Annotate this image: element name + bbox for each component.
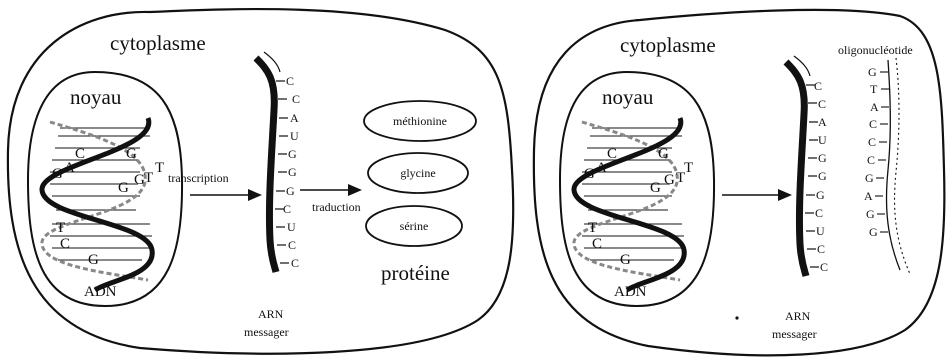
amino-acid-label: glycine: [400, 166, 435, 180]
mrna-base: C: [286, 74, 294, 88]
mrna-label-line2: messager: [772, 327, 817, 341]
amino-acid-ellipse: [363, 100, 477, 142]
mrna-base: G: [816, 188, 825, 202]
protein-label: protéine: [381, 261, 450, 285]
amino-acid-label: méthionine: [393, 114, 447, 128]
oligonucleotide-base: C: [868, 135, 876, 149]
mrna-base: C: [292, 92, 300, 106]
dna-double-helix: [39, 117, 155, 293]
dna-letter: G: [620, 252, 631, 268]
translation-label: traduction: [312, 200, 361, 214]
mrna-base: U: [818, 133, 827, 147]
mrna-bases: [275, 80, 289, 264]
dna-letter: A: [596, 160, 607, 176]
dna-letter: G: [134, 172, 145, 188]
nucleus-label: noyau: [70, 85, 122, 109]
stray-dot: [735, 316, 739, 320]
mrna-label-line1: ARN: [785, 309, 811, 323]
oligonucleotide-bases: [875, 71, 889, 233]
dna-letter: A: [64, 160, 75, 176]
mrna-base: C: [291, 256, 299, 270]
mrna-base: C: [288, 238, 296, 252]
transcription-arrowhead: [778, 189, 792, 201]
amino-acid-ellipse: [367, 152, 469, 194]
oligonucleotide-base: A: [864, 189, 873, 203]
dna-double-helix: [571, 117, 687, 293]
dna-letter: C: [60, 236, 70, 252]
mrna-bases: [805, 84, 819, 268]
oligonucleotide-base: A: [870, 100, 879, 114]
mrna-base: C: [814, 79, 822, 93]
mrna-base: G: [818, 169, 827, 183]
dna-letter: G: [664, 172, 675, 188]
transcription-label: transcription: [168, 171, 229, 185]
mrna-strand: [253, 55, 280, 273]
mrna-base: U: [290, 129, 299, 143]
mrna-strand: [783, 59, 810, 277]
dna-letter: G: [126, 146, 137, 162]
nucleus-label: noyau: [602, 85, 654, 109]
dna-letter: G: [52, 166, 63, 182]
oligonucleotide-strand-outline: [894, 57, 911, 275]
dna-letter: C: [592, 236, 602, 252]
cytoplasm-outline: [6, 7, 515, 355]
nucleus-outline: [26, 70, 184, 308]
dna-letter: G: [650, 180, 661, 196]
oligonucleotide-base: T: [870, 82, 878, 96]
dna-letter: T: [144, 170, 153, 186]
oligonucleotide-base: G: [866, 207, 875, 221]
dna-letter: T: [684, 160, 693, 176]
oligonucleotide-base: C: [867, 153, 875, 167]
mrna-base: G: [288, 165, 297, 179]
cytoplasm-outline: [532, 8, 946, 357]
mrna-base: G: [286, 184, 295, 198]
right-panel: cytoplasme noyau C G G A: [532, 8, 946, 357]
mrna-base: G: [288, 147, 297, 161]
mrna-label-line2: messager: [244, 325, 289, 339]
dna-letter: C: [75, 146, 85, 162]
mrna-base: C: [283, 202, 291, 216]
mrna-strand-tip: [263, 51, 281, 73]
left-panel: cytoplasme noyau C G G A: [6, 7, 515, 355]
transcription-arrowhead: [248, 189, 262, 201]
dna-letter: G: [658, 146, 669, 162]
cytoplasm-label: cytoplasme: [620, 33, 716, 57]
mrna-base: C: [820, 260, 828, 274]
oligonucleotide-label: oligonucléotide: [838, 43, 913, 57]
dna-letter: G: [584, 166, 595, 182]
dna-label: ADN: [614, 284, 647, 300]
oligonucleotide-base: G: [868, 65, 877, 79]
dna-letter: T: [155, 160, 164, 176]
mrna-base: U: [287, 220, 296, 234]
dna-letter: T: [588, 220, 597, 236]
oligonucleotide-base: G: [869, 225, 878, 239]
nucleus-outline: [558, 70, 716, 308]
mrna-strand-tip: [793, 55, 811, 77]
translation-arrowhead: [348, 184, 362, 196]
oligonucleotide-base: C: [869, 117, 877, 131]
mrna-base: U: [816, 224, 825, 238]
mrna-base: A: [290, 111, 299, 125]
dna-letter: T: [676, 170, 685, 186]
mrna-base: A: [818, 115, 827, 129]
cytoplasm-label: cytoplasme: [110, 31, 206, 55]
amino-acid-ellipse: [365, 205, 463, 247]
mrna-base: G: [818, 151, 827, 165]
mrna-base: C: [817, 242, 825, 256]
amino-acid-label: sérine: [400, 219, 429, 233]
mrna-base: C: [818, 97, 826, 111]
dna-letter: G: [118, 180, 129, 196]
oligonucleotide-base: G: [865, 171, 874, 185]
dna-label: ADN: [84, 284, 117, 300]
dna-letter: G: [88, 252, 99, 268]
oligonucleotide-strand: [885, 59, 901, 271]
dna-letter: T: [56, 220, 65, 236]
dna-letter: C: [607, 146, 617, 162]
mrna-base: C: [815, 206, 823, 220]
mrna-label-line1: ARN: [258, 307, 284, 321]
